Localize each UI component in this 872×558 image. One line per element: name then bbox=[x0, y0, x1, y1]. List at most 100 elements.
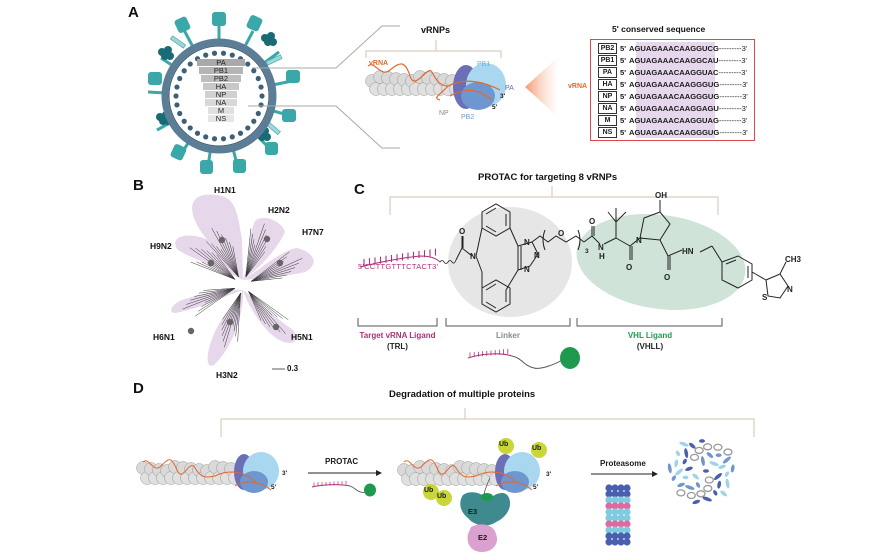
d-before-3prime: 3' bbox=[282, 470, 288, 477]
vrnp-title: vRNPs bbox=[421, 25, 451, 35]
ub-label-1: Ub bbox=[499, 441, 509, 448]
sequence-prefix: 5' bbox=[620, 128, 627, 137]
atom-label: N bbox=[470, 252, 476, 261]
e3-ligase bbox=[460, 492, 511, 526]
polymerase-complex bbox=[453, 63, 506, 110]
atom-label: O bbox=[589, 217, 595, 226]
sequence-conserved: AGUAGAAACAAGG bbox=[629, 116, 703, 125]
scale-bar-label: 0.3 bbox=[287, 364, 299, 373]
proteasome bbox=[605, 484, 631, 546]
sequence-conserved: AGUAGAAACAAGG bbox=[629, 92, 703, 101]
zoom-lines bbox=[248, 25, 400, 149]
vrnp-vrna-label: vRNA bbox=[369, 60, 389, 67]
sequence-variable: AGU bbox=[702, 104, 719, 113]
sequence-variable: GUG bbox=[702, 80, 720, 89]
atom-label: O bbox=[558, 229, 564, 238]
sequence-suffix: ---------3' bbox=[718, 44, 748, 53]
arrow-proteasome-label: Proteasome bbox=[600, 459, 646, 468]
e2-enzyme bbox=[467, 524, 498, 552]
matrix-ring bbox=[173, 50, 265, 142]
linker-chemical-skeleton bbox=[455, 200, 789, 313]
linker-label: Linker bbox=[495, 331, 520, 340]
ub-label-2: Ub bbox=[532, 445, 542, 452]
vrnp-before bbox=[136, 452, 279, 493]
vhl-ellipse bbox=[576, 213, 746, 311]
sequence-suffix: ---------3' bbox=[718, 116, 748, 125]
sequence-conserved: AGUAGAAACAAGG bbox=[629, 56, 703, 65]
tree-label-h5n1: H5N1 bbox=[291, 332, 313, 342]
gene-tag: PB2 bbox=[598, 43, 617, 54]
protac-top-bracket bbox=[389, 186, 719, 215]
atom-label: N bbox=[524, 238, 530, 247]
gene-tag: NA bbox=[598, 103, 617, 114]
vrna-strand bbox=[367, 63, 501, 101]
sequence-prefix: 5' bbox=[620, 104, 627, 113]
atom-label: N bbox=[534, 251, 540, 260]
d-before-5prime: 5' bbox=[271, 484, 277, 491]
tree-branches bbox=[182, 223, 303, 348]
sequence-variable: GUG bbox=[702, 92, 720, 101]
vhl-abbr: (VHLL) bbox=[636, 342, 664, 351]
sequence-conserved: AGUAGAAACAAGG bbox=[629, 128, 703, 137]
segment-pa: PA bbox=[197, 59, 245, 66]
sequence-prefix: 5' bbox=[620, 92, 627, 101]
sequence-conserved: AGUAGAAACAAGG bbox=[629, 44, 703, 53]
ub-label-3: Ub bbox=[424, 487, 434, 494]
gene-tag: PA bbox=[598, 67, 617, 78]
sequence-suffix: ---------3' bbox=[718, 56, 747, 65]
segment-np: NP bbox=[205, 91, 237, 98]
tree-nodes bbox=[187, 235, 284, 335]
segment-pb1: PB1 bbox=[199, 67, 243, 74]
panel-d-bracket bbox=[220, 408, 755, 437]
conserved-title: 5' conserved sequence bbox=[612, 24, 706, 34]
e3-label: E3 bbox=[468, 507, 478, 516]
segment-pb2: PB2 bbox=[201, 75, 241, 82]
sequence-variable: UCG bbox=[702, 44, 719, 53]
segment-m: M bbox=[208, 107, 234, 114]
panel-a-label: A bbox=[128, 4, 139, 21]
segment-ns: NS bbox=[208, 115, 234, 122]
protac-icon bbox=[467, 347, 580, 369]
d-tagged-5prime: 5' bbox=[533, 484, 539, 491]
gene-tag: NS bbox=[598, 127, 617, 138]
arrow-protac-label: PROTAC bbox=[325, 457, 359, 466]
sequence-prefix: 5' bbox=[620, 44, 627, 53]
sequence-conserved: AGUAGAAACAAGG bbox=[629, 104, 703, 113]
protac-small-icon bbox=[311, 480, 376, 497]
degraded-fragments bbox=[667, 439, 735, 505]
sequence-prefix: 5' bbox=[620, 116, 627, 125]
sequence-prefix: 5' bbox=[620, 56, 627, 65]
vhl-label: VHL Ligand bbox=[627, 331, 673, 340]
atom-label: CH3 bbox=[785, 255, 802, 264]
panel-b-label: B bbox=[133, 177, 144, 194]
atom-label: N bbox=[636, 236, 642, 245]
sequence-variable: UAG bbox=[702, 116, 719, 125]
sequence-suffix: ---------3' bbox=[718, 104, 748, 113]
sequence-suffix: ---------3' bbox=[719, 92, 748, 101]
ubiquitin-group bbox=[423, 438, 547, 506]
sequence-variable: GUG bbox=[702, 128, 720, 137]
tree-label-h9n2: H9N2 bbox=[150, 241, 172, 251]
vrnp-5prime: 5' bbox=[492, 104, 498, 111]
tree-label-h3n2: H3N2 bbox=[216, 370, 238, 380]
tree-label-h6n1: H6N1 bbox=[153, 332, 175, 342]
trl-label: Target vRNA Ligand bbox=[359, 331, 436, 340]
trl-sequence: 5'CCTTGTTTCTACT3' bbox=[358, 262, 439, 271]
sequence-conserved: AGUAGAAACAAGG bbox=[629, 80, 703, 89]
panel-c-label: C bbox=[354, 181, 365, 198]
segment-na: NA bbox=[205, 99, 237, 106]
sequence-prefix: 5' bbox=[620, 80, 627, 89]
linker-ellipse bbox=[448, 207, 572, 317]
e2-label: E2 bbox=[478, 533, 488, 542]
atom-label: OH bbox=[655, 191, 667, 200]
atom-label: N bbox=[598, 243, 604, 252]
